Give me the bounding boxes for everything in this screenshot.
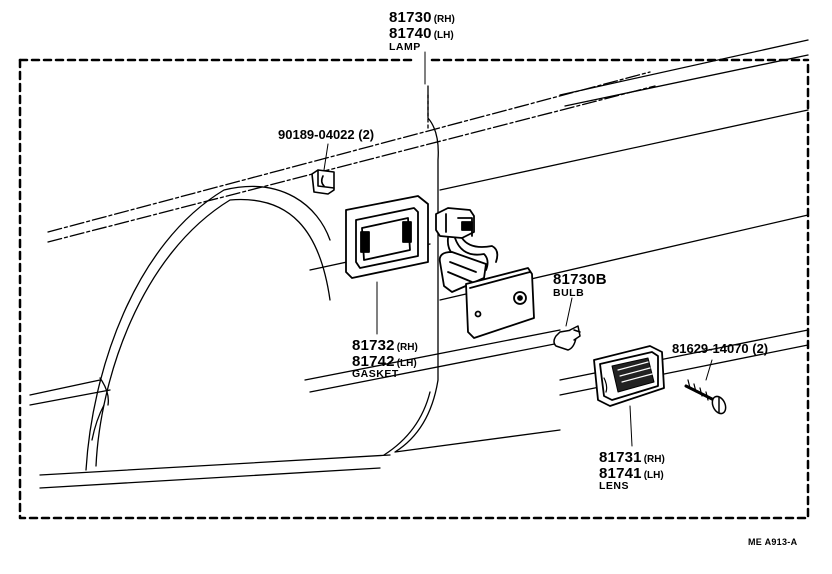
lamp-suffix-rh: (RH) [433,14,455,25]
gasket-part-lh: 81742(LH) [352,354,417,370]
bulb-part [553,325,581,351]
screw-part [684,359,727,415]
lamp-part-lh: 81740(LH) [389,26,454,42]
lens-part-rh: 81731(RH) [599,450,665,466]
gasket-part-number-lh: 81742 [352,353,395,370]
clip-part [311,143,335,195]
lamp-housing-part [435,207,535,339]
lens-part-number-rh: 81731 [599,449,642,466]
lamp-part-rh: 81730(RH) [389,10,455,26]
lens-suffix-lh: (LH) [643,470,664,481]
gasket-name: GASKET [352,368,399,380]
bulb-name: BULB [553,287,585,299]
lens-name: LENS [599,480,630,492]
dashed-frame [18,58,810,520]
bulb-part-number: 81730B [553,271,607,288]
gasket-part-number-rh: 81732 [352,337,395,354]
lamp-suffix-lh: (LH) [433,30,454,41]
figure-code: ME A913-A [748,537,798,547]
screw-part-number: 81629-14070 (2) [672,341,769,356]
lamp-part-number-lh: 81740 [389,25,432,42]
lens-part-number-lh: 81741 [599,465,642,482]
lens-part-lh: 81741(LH) [599,466,664,482]
gasket-part [345,195,429,335]
clip-part-number: 90189-04022 (2) [278,127,375,142]
gasket-suffix-rh: (RH) [396,342,418,353]
lamp-part-number-rh: 81730 [389,9,432,26]
gasket-part-rh: 81732(RH) [352,338,418,354]
lamp-name: LAMP [389,41,421,53]
lens-suffix-rh: (RH) [643,454,665,465]
lens-part [593,345,665,447]
leader-lines [424,51,573,327]
gasket-suffix-lh: (LH) [396,358,417,369]
